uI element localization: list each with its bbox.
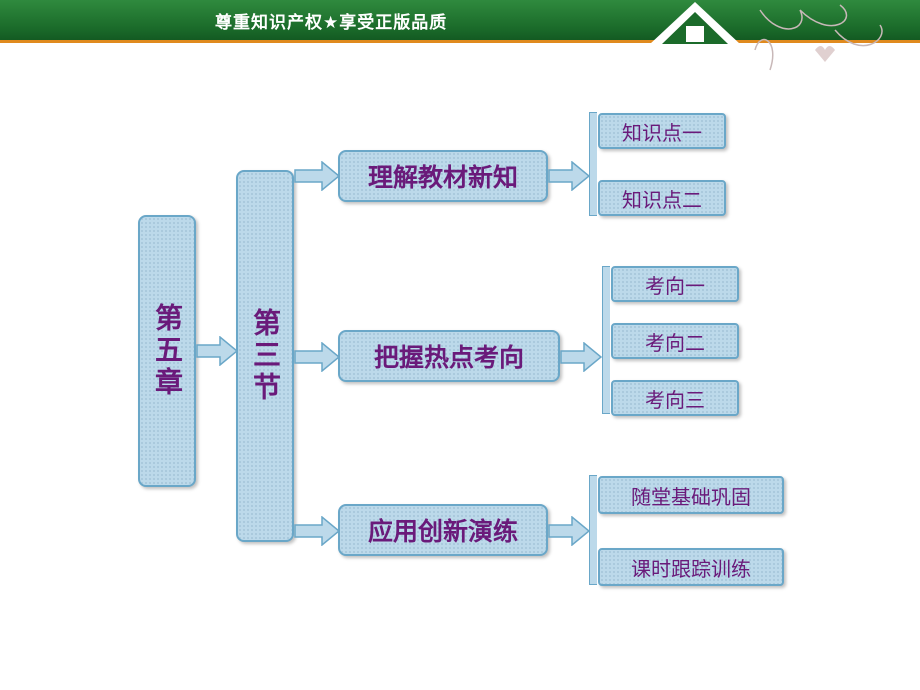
branch-box-understand: 理解教材新知	[338, 150, 548, 202]
leaf-direction-1: 考向一	[611, 266, 739, 302]
decorative-swirl-icon	[754, 4, 883, 71]
leaf-knowledge-point-1: 知识点一	[598, 113, 726, 149]
branch-box-hotspots: 把握热点考向	[338, 330, 560, 382]
leaf-direction-3: 考向三	[611, 380, 739, 416]
header-slogan: 尊重知识产权★享受正版品质	[215, 13, 448, 33]
arrow-icon	[548, 161, 590, 191]
leaf-direction-2: 考向二	[611, 323, 739, 359]
section-box: 第三节	[236, 170, 294, 542]
arrow-icon	[196, 336, 238, 366]
arrow-icon	[560, 342, 602, 372]
branch-box-practice: 应用创新演练	[338, 504, 548, 556]
arrow-icon	[294, 342, 340, 372]
logo-a-icon	[650, 2, 740, 44]
arrow-icon	[548, 516, 590, 546]
group-bracket	[602, 266, 610, 414]
header-bar: 尊重知识产权★享受正版品质	[0, 0, 920, 43]
group-bracket	[589, 112, 597, 216]
chapter-box: 第五章	[138, 215, 196, 487]
leaf-after-class-training: 课时跟踪训练	[598, 548, 784, 586]
leaf-in-class-review: 随堂基础巩固	[598, 476, 784, 514]
arrow-icon	[294, 516, 340, 546]
leaf-knowledge-point-2: 知识点二	[598, 180, 726, 216]
arrow-icon	[294, 161, 340, 191]
group-bracket	[589, 475, 597, 585]
